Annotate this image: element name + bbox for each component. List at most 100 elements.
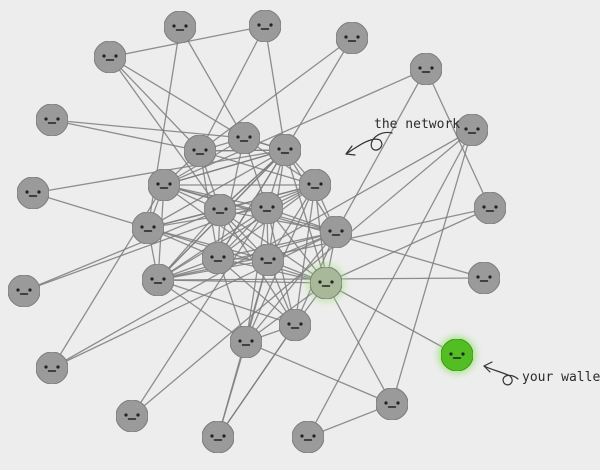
edge-n20-n22 <box>157 279 327 284</box>
face-icon <box>192 148 208 155</box>
network-node <box>473 191 507 225</box>
edge-n21-n24 <box>245 231 337 343</box>
edge-n32-n24 <box>245 341 393 405</box>
edge-n17-n20 <box>157 184 316 281</box>
face-icon <box>476 275 492 282</box>
face-icon <box>318 280 334 287</box>
network-node <box>131 211 165 245</box>
node-body <box>93 40 127 74</box>
node-body <box>141 263 175 297</box>
network-node <box>375 387 409 421</box>
node-body <box>248 9 282 43</box>
node-body <box>201 241 235 275</box>
edge-n12-n13 <box>163 149 286 186</box>
network-node <box>7 274 41 308</box>
face-icon <box>418 66 434 73</box>
network-node <box>248 9 282 43</box>
edge-n05-n21 <box>335 68 427 233</box>
network-node <box>467 261 501 295</box>
network-node <box>455 113 489 147</box>
network-node <box>203 193 237 227</box>
network-node <box>183 134 217 168</box>
face-icon <box>210 434 226 441</box>
network-node <box>147 168 181 202</box>
edge-n08-n15 <box>23 209 221 292</box>
network-node <box>251 243 285 277</box>
edge-n16-n24 <box>245 207 268 343</box>
face-icon <box>277 147 293 154</box>
edge-n20-n24 <box>157 279 247 343</box>
network-node <box>291 420 325 454</box>
face-icon <box>307 182 323 189</box>
network-node <box>227 121 261 155</box>
face-icon <box>150 277 166 284</box>
face-icon <box>140 225 156 232</box>
node-body <box>229 325 263 359</box>
face-icon <box>344 35 360 42</box>
node-body <box>291 420 325 454</box>
edge-n03-n10 <box>199 37 353 152</box>
face-icon <box>328 229 344 236</box>
face-icon <box>16 288 32 295</box>
node-body <box>268 133 302 167</box>
wallet-node <box>438 336 476 374</box>
node-body <box>131 211 165 245</box>
node-body <box>183 134 217 168</box>
node-body <box>409 52 443 86</box>
edge-n13-n14 <box>147 149 286 229</box>
node-body <box>7 274 41 308</box>
face-icon <box>464 127 480 134</box>
face-icon <box>172 24 188 31</box>
edge-n31-n23 <box>217 324 296 438</box>
network-node <box>229 325 263 359</box>
arrows-layer <box>345 131 519 386</box>
node-body <box>147 168 181 202</box>
network-node <box>335 21 369 55</box>
node-body <box>227 121 261 155</box>
edge-n20-n21 <box>157 231 337 281</box>
edge-n17-n23 <box>294 184 316 326</box>
node-body <box>16 176 50 210</box>
node-body <box>375 387 409 421</box>
node-body <box>250 191 284 225</box>
node-body <box>319 215 353 249</box>
edge-n28-n21 <box>51 231 337 369</box>
edge-n02-n10 <box>199 25 266 152</box>
face-icon <box>44 365 60 372</box>
node-body <box>278 308 312 342</box>
node-body <box>473 191 507 225</box>
face-icon <box>212 207 228 214</box>
face-icon <box>287 322 303 329</box>
network-node <box>201 241 235 275</box>
edge-n06-n09 <box>51 119 245 139</box>
edge-n20-n23 <box>157 279 296 326</box>
face-icon <box>482 205 498 212</box>
network-arrow-icon <box>345 131 393 156</box>
node-body <box>298 168 332 202</box>
face-icon <box>236 135 252 142</box>
node-body <box>203 193 237 227</box>
node-body <box>201 420 235 454</box>
wallet-label: your wallet <box>522 370 600 385</box>
network-node <box>268 133 302 167</box>
face-icon <box>260 257 276 264</box>
edge-n04-n10 <box>109 56 201 152</box>
edge-n34-n22 <box>325 282 393 405</box>
network-node <box>93 40 127 74</box>
edge-n10-n17 <box>199 150 316 186</box>
node-body <box>115 399 149 433</box>
edge-n34-n25 <box>391 129 473 405</box>
network-node <box>16 176 50 210</box>
edge-n02-n11 <box>264 25 286 151</box>
edge-n14-n22 <box>147 227 327 284</box>
network-node <box>163 10 197 44</box>
face-icon <box>257 23 273 30</box>
network-node <box>115 399 149 433</box>
network-node <box>409 52 443 86</box>
edges-layer <box>23 25 491 438</box>
edge-n03-n11 <box>284 37 353 151</box>
face-icon <box>210 255 226 262</box>
nodes-layer <box>7 9 507 454</box>
network-node <box>141 263 175 297</box>
